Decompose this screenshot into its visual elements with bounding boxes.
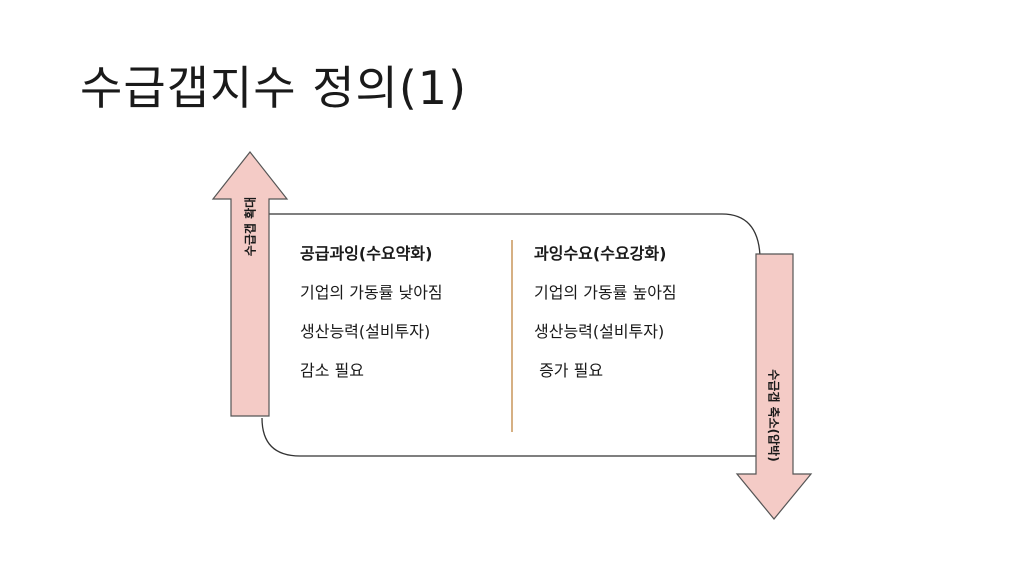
excess-demand-line: 증가 필요	[534, 361, 604, 380]
excess-demand-column: 과잉수요(수요강화) 기업의 가동률 높아짐 생산능력(설비투자) 증가 필요	[534, 240, 677, 396]
shrink-down-arrow	[735, 253, 813, 520]
oversupply-line: 기업의 가동률 낮아짐	[300, 283, 443, 302]
oversupply-column: 공급과잉(수요약화) 기업의 가동률 낮아짐 생산능력(설비투자) 감소 필요	[300, 240, 443, 396]
slide-title: 수급갭지수 정의(1)	[80, 61, 468, 115]
excess-demand-line: 생산능력(설비투자)	[534, 322, 665, 341]
cycle-frame	[250, 213, 770, 457]
oversupply-line: 감소 필요	[300, 361, 364, 380]
oversupply-heading: 공급과잉(수요약화)	[300, 244, 433, 263]
shrink-arrow-label: 수급갭 축소(압박)	[766, 369, 781, 462]
oversupply-line: 생산능력(설비투자)	[300, 322, 431, 341]
expand-up-arrow	[211, 151, 289, 417]
expand-arrow-label: 수급갭 확대	[243, 196, 258, 257]
excess-demand-heading: 과잉수요(수요강화)	[534, 244, 667, 263]
excess-demand-line: 기업의 가동률 높아짐	[534, 283, 677, 302]
